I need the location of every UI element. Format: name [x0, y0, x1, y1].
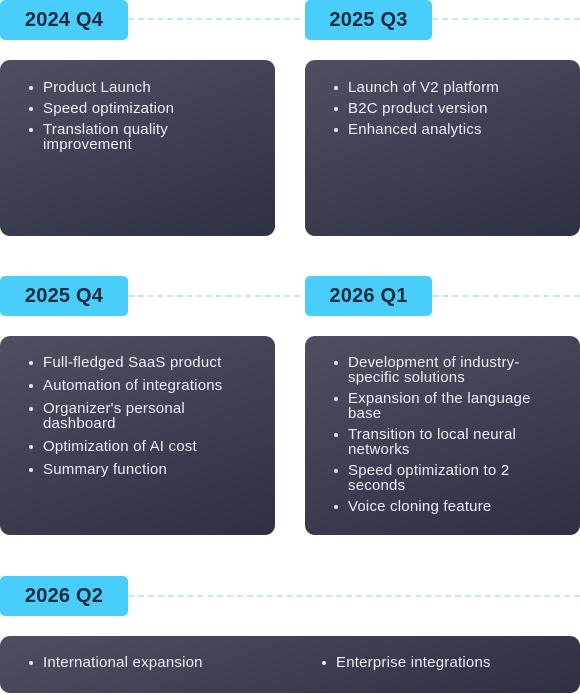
quarter-badge-2026-q2: 2026 Q2 — [0, 576, 128, 616]
roadmap-card-2025-q4: Full-fledged SaaS product Automation of … — [0, 336, 275, 535]
milestone-list: International expansion Enterprise integ… — [28, 655, 566, 670]
roadmap-card-2024-q4: Product Launch Speed optimization Transl… — [0, 60, 275, 236]
roadmap-card-2026-q1: Development of industry-specific solutio… — [305, 336, 580, 535]
milestone-item: Development of industry-specific solutio… — [333, 355, 548, 385]
timeline-dashed-line — [432, 295, 580, 297]
roadmap-card-2025-q3: Launch of V2 platform B2C product versio… — [305, 60, 580, 236]
milestone-list: Full-fledged SaaS product Automation of … — [28, 355, 261, 477]
timeline-dashed-line — [128, 295, 300, 297]
quarter-badge-2026-q1: 2026 Q1 — [305, 276, 432, 316]
milestone-item: Full-fledged SaaS product — [28, 355, 261, 370]
quarter-badge-2025-q4: 2025 Q4 — [0, 276, 128, 316]
quarter-badge-2025-q3: 2025 Q3 — [305, 0, 432, 40]
milestone-item: Speed optimization to 2 seconds — [333, 463, 548, 493]
milestone-item: Product Launch — [28, 80, 261, 95]
milestone-item: International expansion — [28, 655, 321, 670]
milestone-item: Automation of integrations — [28, 378, 261, 393]
milestone-item: Speed optimization — [28, 101, 261, 116]
milestone-item: Organizer's personal dashboard — [28, 401, 223, 431]
milestone-item: Summary function — [28, 462, 261, 477]
timeline-dashed-line — [128, 18, 300, 20]
milestone-list: Product Launch Speed optimization Transl… — [28, 80, 261, 152]
timeline-dashed-line — [128, 595, 580, 597]
timeline-dashed-line — [432, 18, 580, 20]
roadmap-card-2026-q2: International expansion Enterprise integ… — [0, 636, 580, 693]
milestone-item: Expansion of the language base — [333, 391, 558, 421]
quarter-badge-2024-q4: 2024 Q4 — [0, 0, 128, 40]
milestone-item: B2C product version — [333, 101, 566, 116]
milestone-list: Launch of V2 platform B2C product versio… — [333, 80, 566, 137]
milestone-item: Enhanced analytics — [333, 122, 566, 137]
milestone-list: Development of industry-specific solutio… — [333, 355, 566, 514]
milestone-item: Translation quality improvement — [28, 122, 193, 152]
milestone-item: Optimization of AI cost — [28, 439, 261, 454]
milestone-item: Launch of V2 platform — [333, 80, 566, 95]
milestone-item: Transition to local neural networks — [333, 427, 548, 457]
milestone-item: Enterprise integrations — [321, 655, 491, 670]
milestone-item: Voice cloning feature — [333, 499, 566, 514]
